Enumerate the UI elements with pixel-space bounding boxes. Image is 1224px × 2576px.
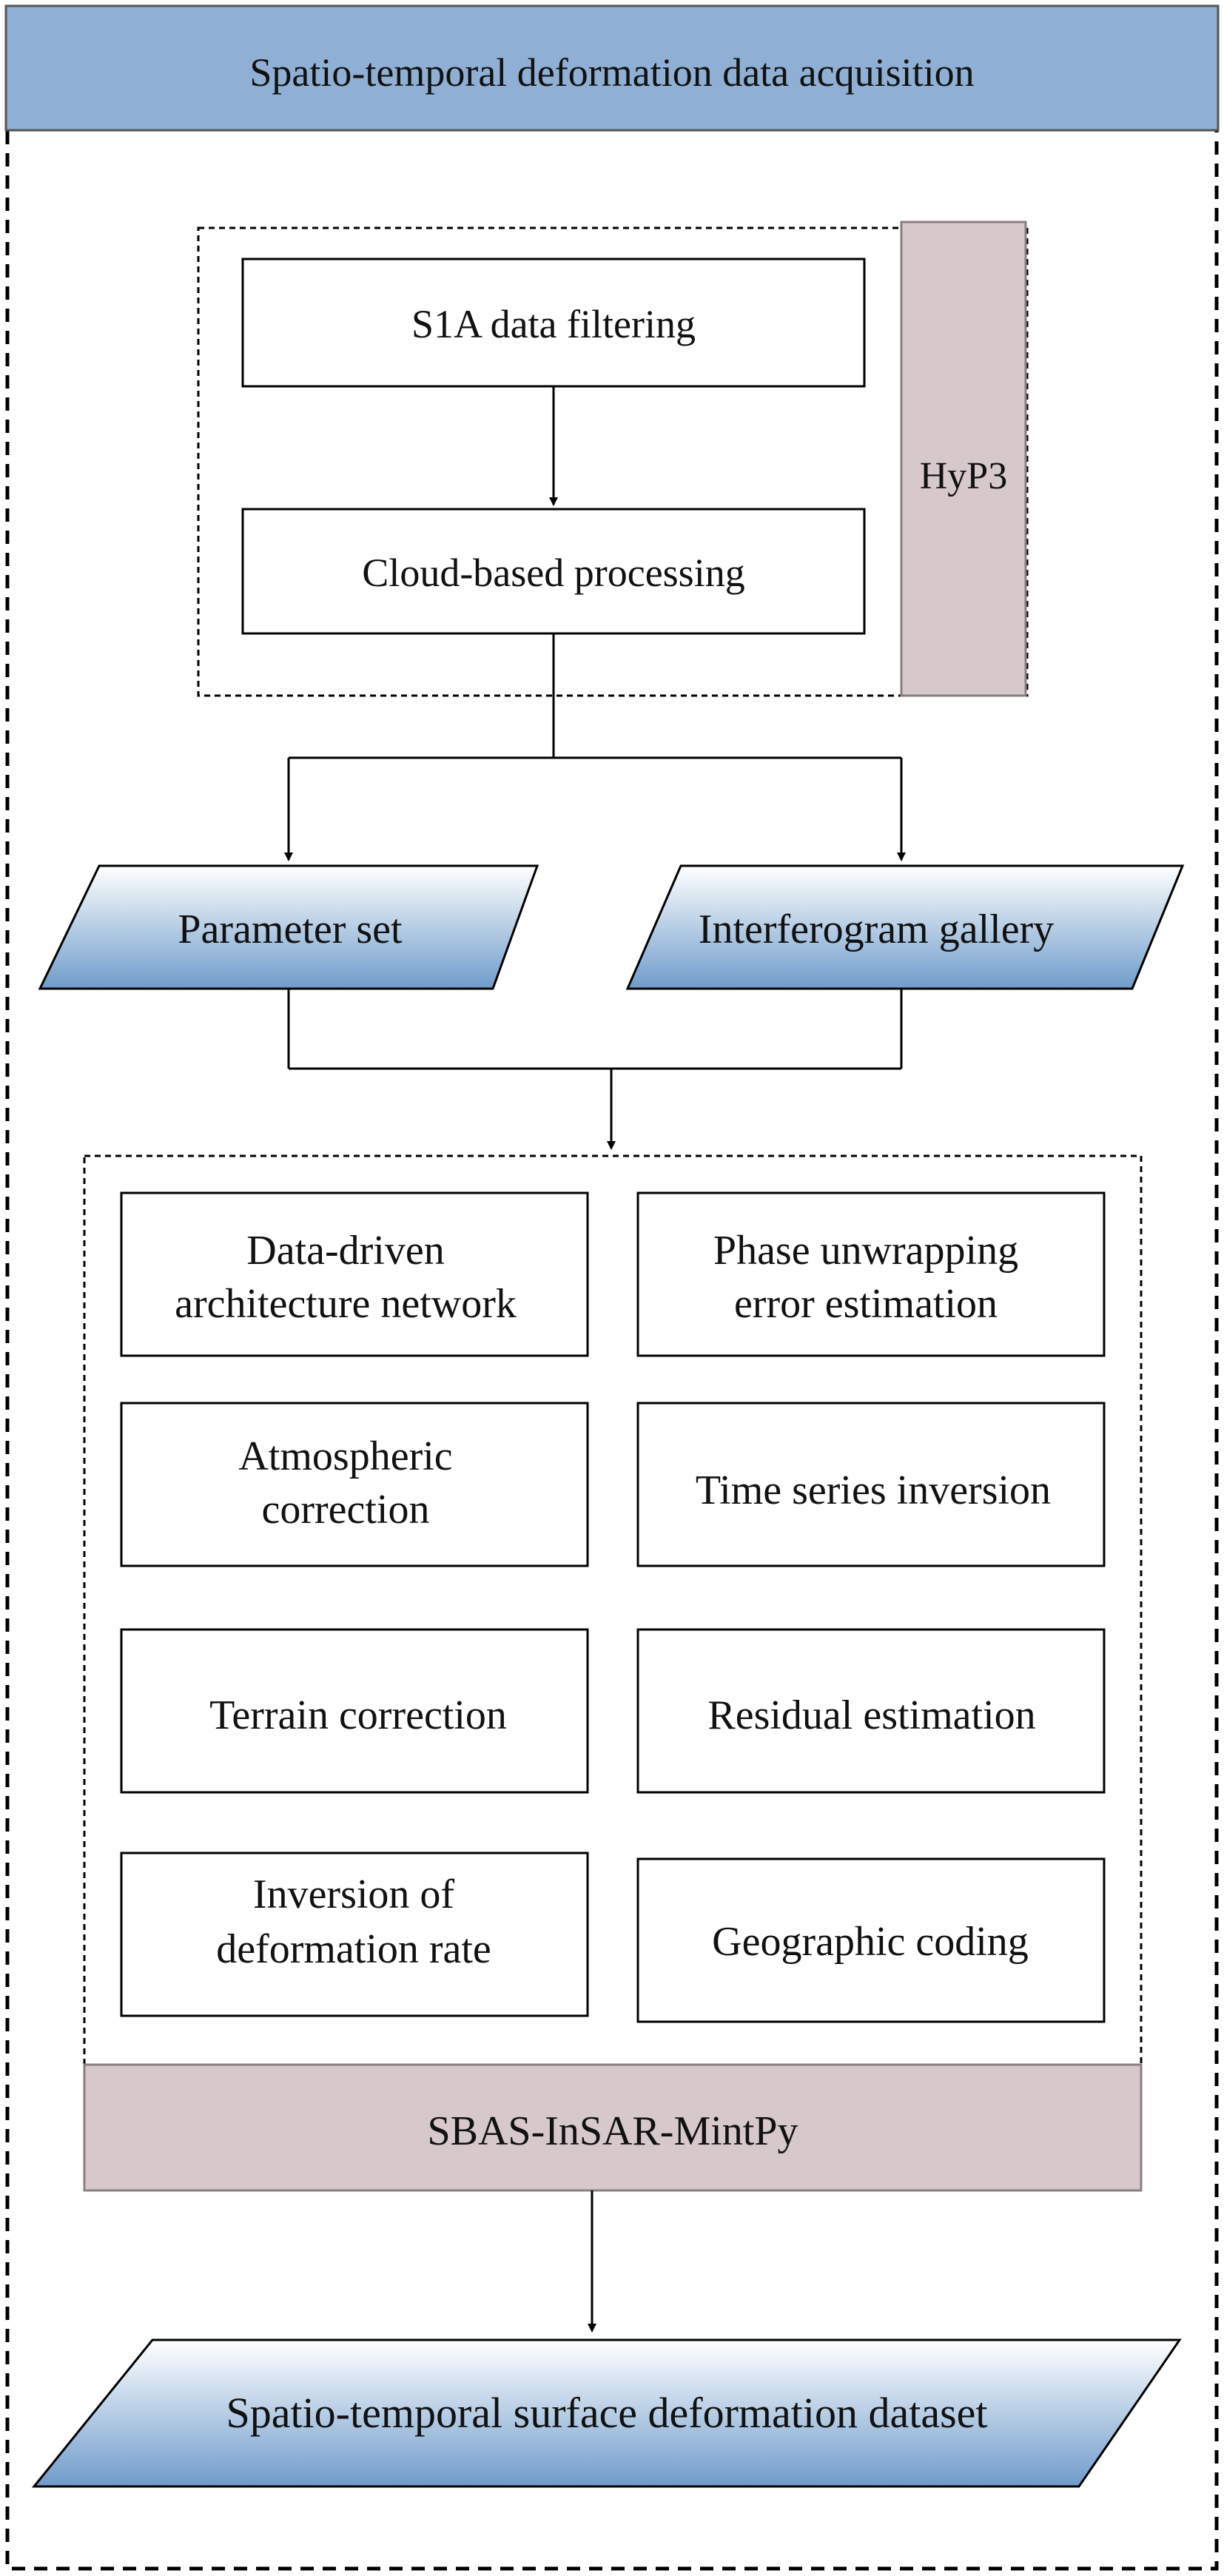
- step-label: architecture network: [175, 1281, 517, 1327]
- step-label: Phase unwrapping: [713, 1228, 1018, 1274]
- step-label: Time series inversion: [696, 1467, 1051, 1513]
- interferogram-gallery-label: Interferogram gallery: [699, 907, 1054, 952]
- parameter-set-data: Parameter set: [38, 864, 539, 990]
- step-data-driven-architecture-network: Data-driven architecture network: [120, 1191, 589, 1357]
- step-inversion-of-deformation-rate: Inversion of deformation rate: [120, 1852, 589, 2017]
- merge-connector: [287, 989, 903, 1150]
- step-residual-estimation: Residual estimation: [636, 1628, 1106, 1794]
- step-label: Terrain correction: [209, 1692, 507, 1738]
- step-label: Cloud-based processing: [362, 551, 744, 595]
- hyp3-label-box: HyP3: [900, 221, 1027, 697]
- mintpy-group-frame: [83, 1154, 1143, 2192]
- step-label: error estimation: [734, 1281, 998, 1327]
- hyp3-label: HyP3: [920, 455, 1007, 497]
- output-label: Spatio-temporal surface deformation data…: [226, 2389, 987, 2437]
- step-label: Geographic coding: [712, 1919, 1029, 1965]
- header-title: Spatio-temporal deformation data acquisi…: [249, 50, 974, 95]
- step-label: Inversion of: [253, 1872, 455, 1917]
- step-geographic-coding: Geographic coding: [636, 1857, 1106, 2023]
- output-dataset: Spatio-temporal surface deformation data…: [31, 2338, 1182, 2488]
- split-connector: [284, 633, 906, 861]
- step-label: Atmospheric: [238, 1433, 452, 1479]
- step-atmospheric-correction: Atmospheric correction: [120, 1402, 589, 1567]
- step-label: Data-driven: [246, 1228, 444, 1274]
- step-terrain-correction: Terrain correction: [120, 1628, 589, 1794]
- step-label: Residual estimation: [707, 1692, 1035, 1738]
- parameter-set-label: Parameter set: [178, 907, 403, 952]
- step-label: deformation rate: [216, 1926, 491, 1972]
- step-label: S1A data filtering: [411, 302, 696, 346]
- step-label: correction: [262, 1487, 430, 1533]
- mintpy-label-bar: SBAS-InSAR-MintPy: [83, 2063, 1143, 2192]
- header-bar: Spatio-temporal deformation data acquisi…: [4, 4, 1220, 132]
- step-s1a-data-filtering: S1A data filtering: [241, 258, 866, 388]
- hyp3-group-frame: [197, 226, 1029, 697]
- step-phase-unwrapping-error-estimation: Phase unwrapping error estimation: [636, 1191, 1106, 1357]
- step-time-series-inversion: Time series inversion: [636, 1402, 1106, 1567]
- mintpy-label: SBAS-InSAR-MintPy: [427, 2108, 798, 2154]
- step-cloud-based-processing: Cloud-based processing: [241, 508, 866, 635]
- interferogram-gallery-data: Interferogram gallery: [625, 864, 1185, 990]
